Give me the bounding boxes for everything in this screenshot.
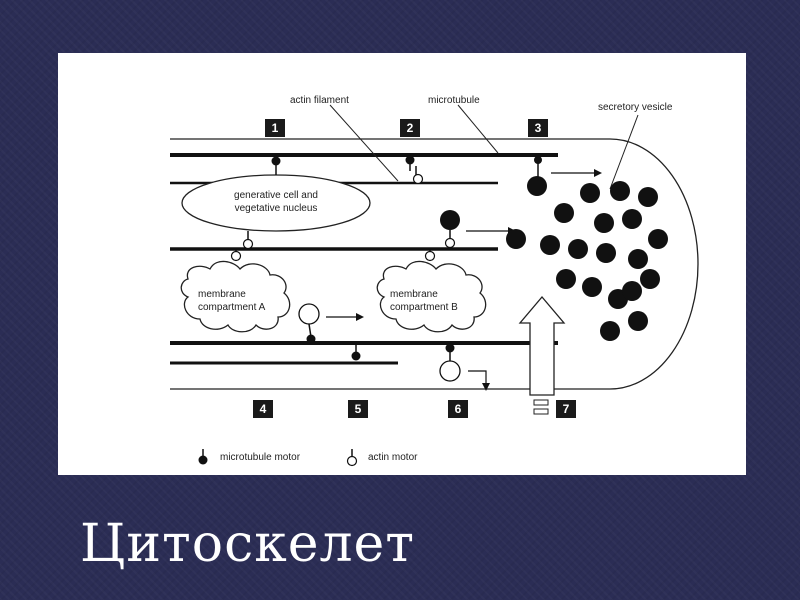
legend-microtubule-motor-label: microtubule motor bbox=[220, 452, 301, 463]
number-box-4 bbox=[253, 400, 273, 418]
secretory-vesicle-cluster bbox=[506, 181, 668, 341]
exocytosis-arrow bbox=[518, 295, 566, 396]
transported-vesicle bbox=[440, 210, 460, 230]
membrane-b-label-line2: compartment B bbox=[390, 302, 458, 313]
membrane-a-label-line1: membrane bbox=[198, 289, 246, 300]
actin-filament-label: actin filament bbox=[290, 95, 349, 106]
actin-motor bbox=[444, 237, 456, 249]
number-6: 6 bbox=[455, 402, 462, 416]
transported-vesicle bbox=[439, 360, 461, 382]
microtubule-motor bbox=[405, 155, 415, 165]
actin-motor bbox=[242, 238, 254, 250]
microtubule-motor bbox=[534, 156, 542, 164]
number-1: 1 bbox=[272, 121, 279, 135]
nucleus-label-line2: vegetative nucleus bbox=[235, 203, 318, 214]
arrow-right bbox=[356, 313, 364, 321]
actin-filament-pointer bbox=[329, 104, 399, 182]
cytoskeleton-diagram: actin filament microtubule secretory ves… bbox=[170, 95, 699, 467]
microtubule-motor bbox=[351, 351, 361, 361]
number-2: 2 bbox=[407, 121, 414, 135]
legend-microtubule-motor-icon bbox=[198, 455, 208, 465]
transported-vesicle bbox=[527, 176, 547, 196]
transported-vesicle bbox=[298, 303, 320, 325]
membrane-b-label-line1: membrane bbox=[390, 289, 438, 300]
legend-actin-motor-icon bbox=[346, 455, 358, 467]
slide-title: Цитоскелет bbox=[80, 514, 416, 574]
number-5: 5 bbox=[355, 402, 362, 416]
microtubule-motor bbox=[445, 343, 455, 353]
legend: microtubule motor actin motor bbox=[198, 449, 418, 467]
secretory-vesicle-label: secretory vesicle bbox=[598, 102, 673, 113]
number-3: 3 bbox=[535, 121, 542, 135]
actin-motor bbox=[412, 173, 424, 185]
number-box-7 bbox=[556, 400, 576, 418]
number-box-2 bbox=[400, 119, 420, 137]
number-box-1 bbox=[265, 119, 285, 137]
number-7: 7 bbox=[563, 402, 570, 416]
arrow-down bbox=[482, 383, 490, 391]
actin-motor bbox=[424, 250, 436, 262]
number-box-6 bbox=[448, 400, 468, 418]
nucleus-label-line1: generative cell and bbox=[234, 190, 318, 201]
membrane-compartment-a bbox=[180, 260, 291, 333]
microtubule-pointer bbox=[457, 104, 499, 154]
number-box-3 bbox=[528, 119, 548, 137]
microtubule-motor bbox=[306, 334, 316, 344]
cell-outline bbox=[170, 138, 699, 390]
membrane-compartment-b bbox=[376, 260, 487, 333]
legend-actin-motor-label: actin motor bbox=[368, 452, 418, 463]
number-4: 4 bbox=[260, 402, 267, 416]
number-box-5 bbox=[348, 400, 368, 418]
diagram-panel: actin filament microtubule secretory ves… bbox=[58, 53, 746, 475]
actin-motor bbox=[230, 250, 242, 262]
microtubule-motor bbox=[271, 156, 281, 166]
membrane-a-label-line2: compartment A bbox=[198, 302, 266, 313]
microtubule-label: microtubule bbox=[428, 95, 480, 106]
arrow-right bbox=[594, 169, 602, 177]
secretory-vesicle-pointer bbox=[609, 114, 639, 190]
